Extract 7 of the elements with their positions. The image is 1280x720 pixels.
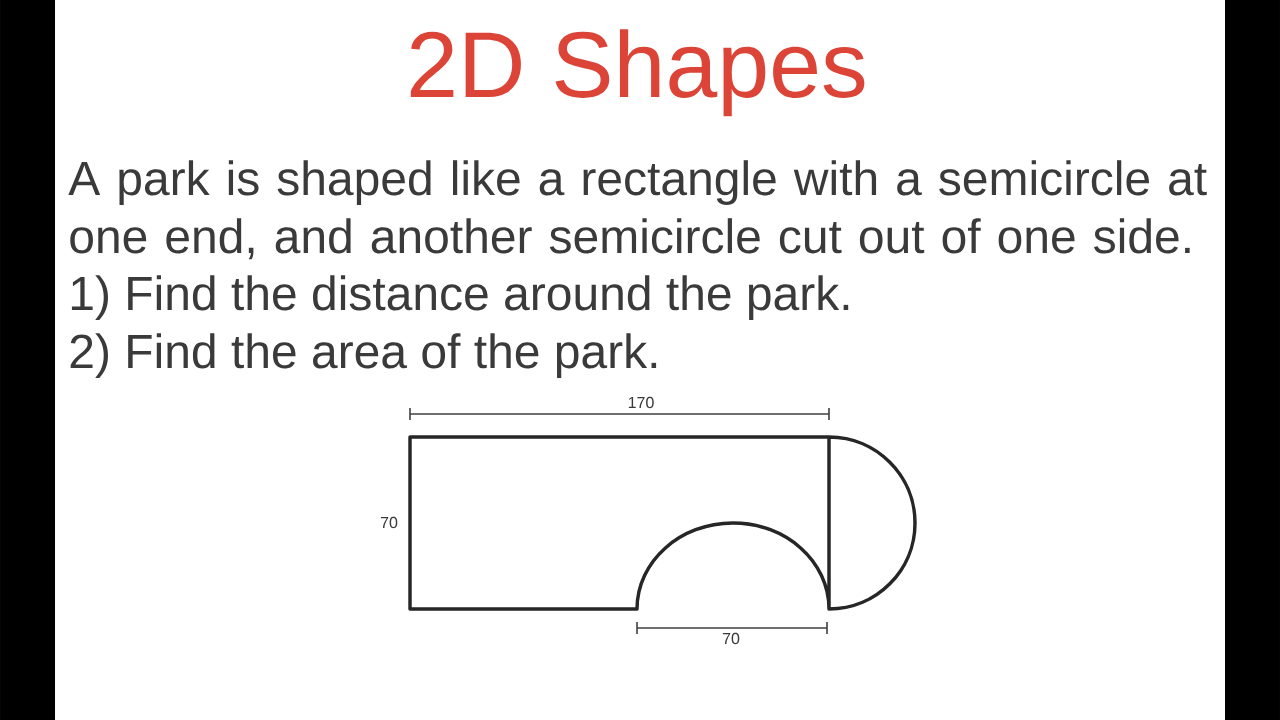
dimension-label: 70: [380, 516, 398, 529]
question-text: 2) Find the area of the park.: [70, 333, 657, 378]
title: 2D Shapes: [410, 29, 865, 117]
dimension-label: 70: [722, 632, 740, 645]
dimension-label: 170: [628, 396, 654, 409]
problem-text: A park is shaped like a rectangle with a semicircle at one end, and another semicircle cut out of one side.: [68, 160, 1207, 260]
question-text: 1) Find the distance around the park.: [71, 275, 849, 320]
